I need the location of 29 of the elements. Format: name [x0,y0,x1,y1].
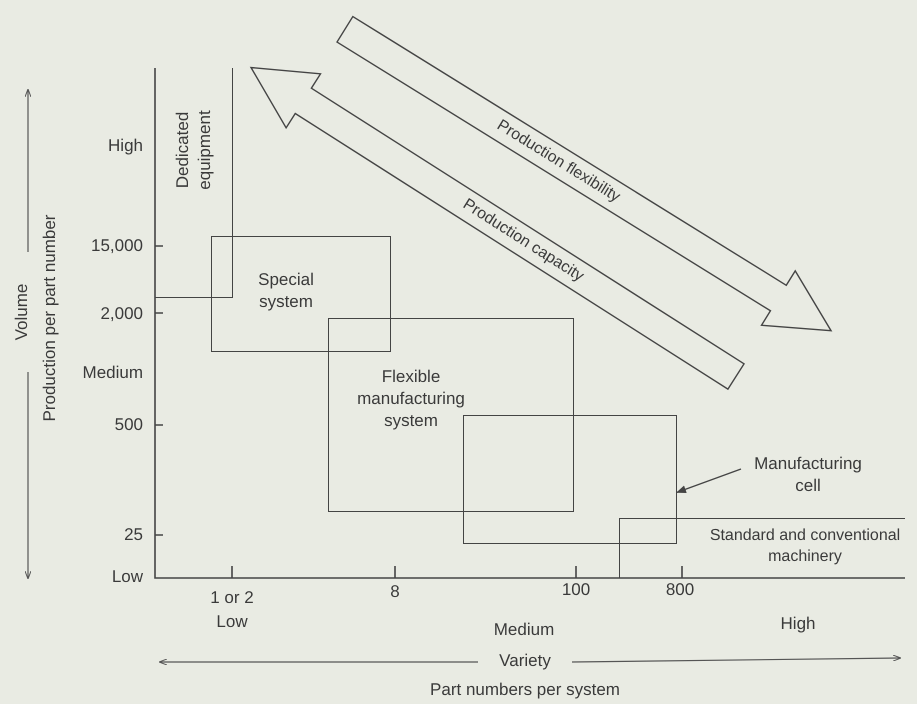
process-box [211,236,391,352]
axis-tick-label: Medium [82,362,143,384]
axis-tick-label: 25 [124,524,143,546]
axis-tick-label: 800 [666,580,694,600]
box-label: Flexible manufacturing system [356,366,466,432]
axis-tick-label: 8 [390,582,400,602]
leader-line [676,468,742,494]
box-label: Dedicated equipment [172,109,215,192]
callout-text: Manufacturing cell [753,452,863,497]
axis-tick-label: High [108,136,143,156]
box-label: Special system [257,268,315,313]
box-label: Standard and conventional machinery [708,526,902,567]
axis-tick-label: 500 [114,414,143,436]
axis-tick-label: 15,000 [91,236,143,256]
axis-tick-label: Medium [494,620,554,640]
axis-title: Part numbers per system [430,680,620,700]
axis-tick-label: Low [112,566,143,588]
axis-title: Production per part number [40,214,60,422]
axis-tick-label: 100 [562,580,590,600]
region-outline [155,68,233,298]
process-box [328,318,574,512]
axis-title: Volume [12,284,32,340]
axis-tick-label: High [780,614,816,634]
axis-tick-label: 1 or 2 [210,588,254,608]
process-box [463,415,677,544]
axis-tick-label: Low [216,612,248,632]
region-outline [619,518,905,578]
axis-title: Variety [499,650,551,672]
axis-tick-label: 2,000 [100,304,143,324]
